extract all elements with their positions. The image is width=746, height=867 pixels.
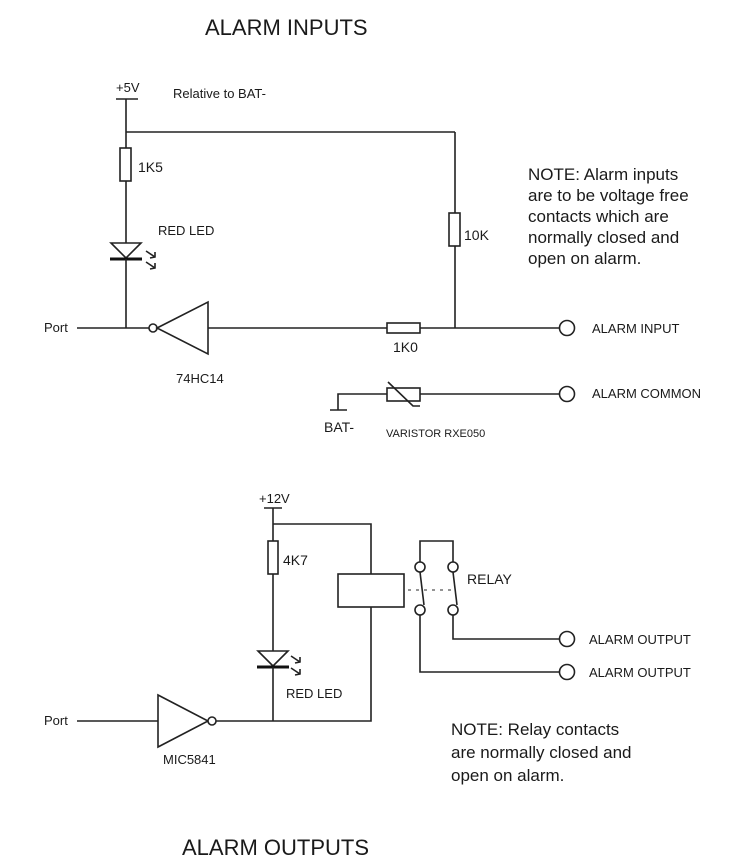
svg-text:contacts which are: contacts which are (528, 207, 669, 226)
wire (452, 615, 560, 640)
resistor-10k (448, 212, 461, 247)
outputs-note: NOTE: Relay contacts are normally closed… (451, 720, 631, 785)
resistor-1k0-label: 1K0 (393, 339, 418, 355)
varistor (386, 381, 421, 407)
relay-contact (414, 604, 426, 616)
relay-coil (337, 573, 405, 608)
wire (419, 540, 454, 567)
wire (273, 607, 372, 722)
svg-text:open on alarm.: open on alarm. (451, 766, 564, 785)
relay-switch (452, 571, 458, 606)
svg-text:NOTE: Alarm inputs: NOTE: Alarm inputs (528, 165, 678, 184)
wire (273, 523, 372, 574)
terminal-alarm-common-label: ALARM COMMON (592, 386, 701, 401)
resistor-1k0 (386, 322, 421, 334)
svg-text:open on alarm.: open on alarm. (528, 249, 641, 268)
terminal-alarm-common (558, 385, 576, 403)
relay-label: RELAY (467, 571, 513, 587)
led-output (256, 650, 301, 676)
inverter-74hc14 (148, 300, 209, 356)
relative-label: Relative to BAT- (173, 86, 266, 101)
inputs-title: ALARM INPUTS (205, 15, 368, 40)
relay-contact (447, 604, 459, 616)
varistor-label: VARISTOR RXE050 (386, 428, 485, 440)
terminal-alarm-input-label: ALARM INPUT (592, 321, 679, 336)
driver-mic5841 (157, 693, 217, 749)
resistor-4k7-label: 4K7 (283, 552, 308, 568)
resistor-10k-label: 10K (464, 227, 490, 243)
outputs-title: ALARM OUTPUTS (182, 835, 369, 860)
led-input (109, 242, 156, 270)
resistor-4k7 (267, 540, 279, 575)
svg-text:are normally closed and: are normally closed and (451, 743, 631, 762)
inputs-note: NOTE: Alarm inputs are to be voltage fre… (528, 165, 689, 268)
svg-text:NOTE: Relay contacts: NOTE: Relay contacts (451, 720, 619, 739)
ground-label: BAT- (324, 419, 354, 435)
relay-switch (419, 571, 425, 606)
relay-contact (414, 561, 426, 573)
supply-5v-label: +5V (116, 80, 140, 95)
terminal-alarm-output-1 (558, 630, 576, 648)
terminal-alarm-output-2-label: ALARM OUTPUT (589, 665, 691, 680)
svg-text:are to be voltage free: are to be voltage free (528, 186, 689, 205)
led-input-label: RED LED (158, 223, 214, 238)
svg-text:normally closed and: normally closed and (528, 228, 679, 247)
inverter-74hc14-label: 74HC14 (176, 371, 224, 386)
wire (337, 393, 387, 410)
port-input-label: Port (44, 320, 68, 335)
wire (419, 615, 560, 673)
terminal-alarm-output-2 (558, 663, 576, 681)
resistor-1k5-label: 1K5 (138, 159, 163, 175)
supply-12v-label: +12V (259, 491, 290, 506)
led-output-label: RED LED (286, 686, 342, 701)
terminal-alarm-input (558, 319, 576, 337)
resistor-1k5 (119, 147, 132, 182)
terminal-alarm-output-1-label: ALARM OUTPUT (589, 632, 691, 647)
driver-mic5841-label: MIC5841 (163, 752, 216, 767)
port-output-label: Port (44, 713, 68, 728)
relay-contact (447, 561, 459, 573)
